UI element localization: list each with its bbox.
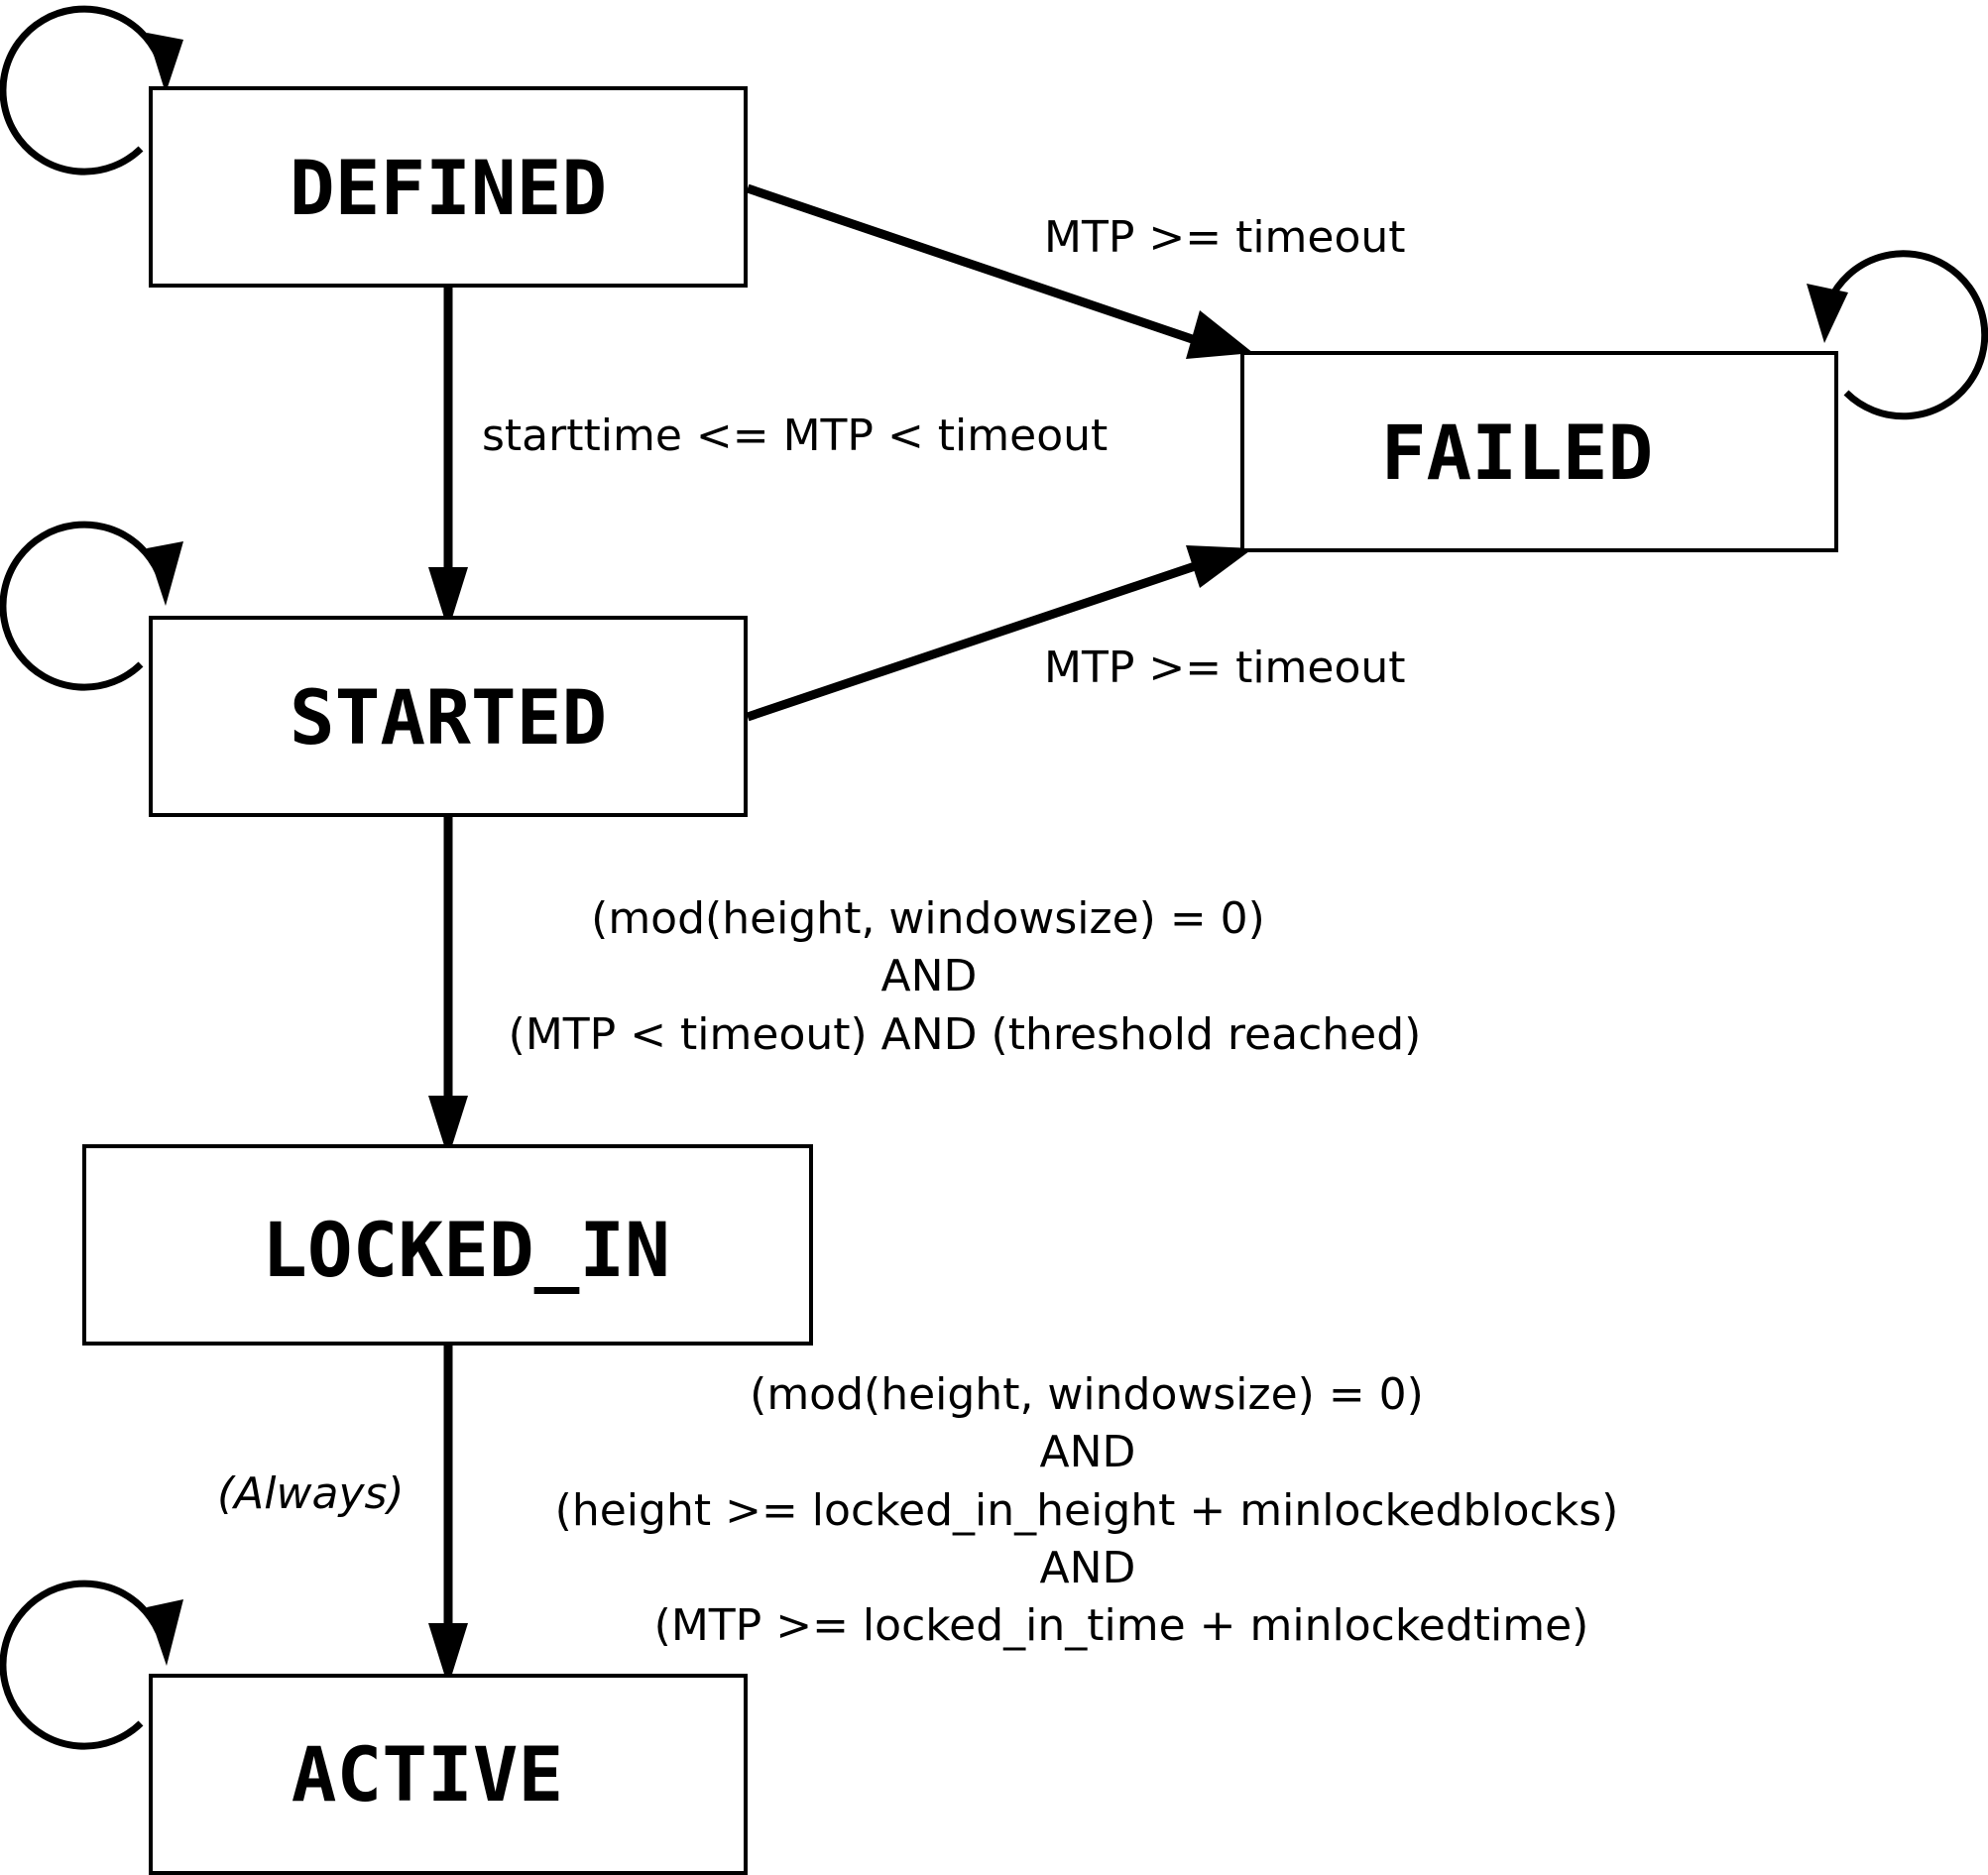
label-defined-to-started: starttime <= MTP < timeout (482, 410, 1108, 461)
state-failed: FAILED (1240, 351, 1838, 552)
label-locked-in-to-active-line-3: (height >= locked_in_height + minlockedb… (555, 1485, 1619, 1536)
label-locked-in-to-active-line-1: (mod(height, windowsize) = 0) (750, 1369, 1424, 1420)
self-loop-started (0, 521, 183, 691)
label-started-to-locked-in-line-2: AND (881, 951, 978, 1001)
state-defined-label: DEFINED (290, 144, 607, 232)
label-locked-in-to-active-line-5: (MTP >= locked_in_time + minlockedtime) (654, 1600, 1589, 1651)
label-defined-to-failed: MTP >= timeout (1044, 212, 1406, 263)
label-started-to-locked-in: (mod(height, windowsize) = 0) AND (MTP <… (509, 893, 1422, 1060)
state-started-label: STARTED (290, 673, 607, 762)
state-locked-in-label: LOCKED_IN (262, 1206, 670, 1294)
state-started: STARTED (149, 616, 748, 817)
label-locked-in-to-active-conditions: (mod(height, windowsize) = 0) AND (heigh… (555, 1369, 1619, 1651)
self-loop-defined (0, 5, 183, 176)
label-locked-in-to-active-line-2: AND (1040, 1427, 1136, 1477)
label-started-to-locked-in-line-3: (MTP < timeout) AND (threshold reached) (509, 1009, 1422, 1060)
edge-started-to-locked-in (428, 815, 468, 1158)
label-started-to-failed: MTP >= timeout (1044, 643, 1406, 693)
state-defined: DEFINED (149, 86, 748, 288)
state-failed-label: FAILED (1381, 409, 1654, 497)
edge-defined-to-started (428, 287, 468, 631)
edge-started-to-failed (746, 545, 1253, 722)
label-started-to-locked-in-line-1: (mod(height, windowsize) = 0) (591, 893, 1265, 944)
label-locked-in-to-active-line-4: AND (1040, 1543, 1136, 1593)
state-active: ACTIVE (149, 1674, 748, 1875)
edge-locked-in-to-active (428, 1345, 468, 1687)
self-loop-failed (1807, 250, 1988, 420)
state-active-label: ACTIVE (292, 1730, 564, 1818)
label-locked-in-to-active-always: (Always) (217, 1468, 405, 1519)
state-locked-in: LOCKED_IN (82, 1144, 813, 1346)
edge-defined-to-failed (746, 183, 1253, 359)
self-loop-active (0, 1580, 183, 1750)
